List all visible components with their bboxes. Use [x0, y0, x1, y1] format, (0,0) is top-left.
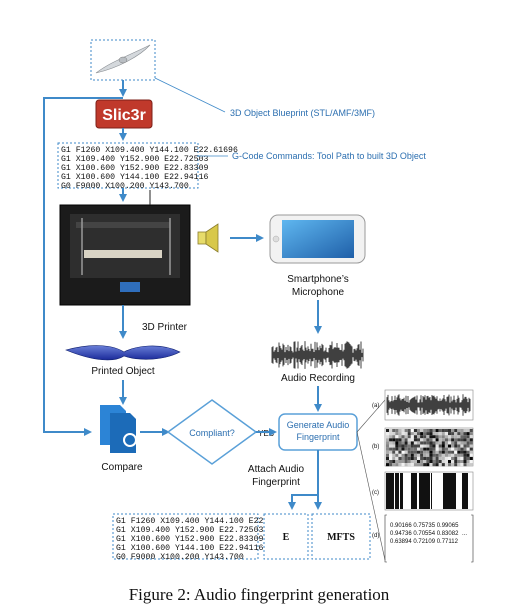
- attach-label-line1: Attach Audio: [248, 464, 305, 475]
- smartphone-icon: [269, 214, 366, 264]
- gcode-bottom-line-2: G1 X109.400 Y152.900 E22.72503: [116, 526, 263, 535]
- gcode-line-3: G1 X100.600 Y152.900 E22.83309: [61, 164, 208, 173]
- figure-caption: Figure 2: Audio fingerprint generation: [129, 585, 390, 604]
- arrow-blueprint-to-compare: [43, 97, 123, 436]
- gcode-bottom-line-1: G1 F1260 X109.400 Y144.100 E22.61696: [116, 517, 293, 526]
- compare-label: Compare: [101, 462, 143, 473]
- gcode-bottom-line-5: G0 F9000 X100.200 Y143.700: [116, 553, 244, 562]
- blueprint-propeller-icon: [95, 44, 151, 74]
- smartphone-label-line1: Smartphone’s: [287, 274, 349, 285]
- gcode-line-4: G1 X100.600 Y144.100 E22.94116: [61, 173, 208, 182]
- slicer-box: Slic3r: [95, 99, 153, 129]
- panel-d-label: (d): [372, 533, 379, 539]
- generate-to-panels-connector: [356, 399, 386, 433]
- matrix-row-3: 0.63894 0.72109 0.77112: [390, 539, 459, 545]
- panel-c-label: (c): [372, 490, 379, 496]
- blueprint-connector: [154, 77, 226, 113]
- panel-d: (d) 0.90166 0.75735 0.99065 0.94736 0.70…: [372, 514, 474, 563]
- panel-b: (b): [372, 427, 474, 467]
- blueprint-box: [90, 39, 156, 81]
- compliant-decision: Compliant?: [166, 399, 258, 465]
- generate-to-panels-connector-2: [356, 431, 386, 561]
- slicer-label: Slic3r: [102, 107, 146, 124]
- gcode-box-bottom: G1 F1260 X109.400 Y144.100 E22.61696 G1 …: [112, 513, 293, 562]
- gcode-label: G-Code Commands: Tool Path to built 3D O…: [232, 151, 426, 161]
- yes-label: YES: [258, 429, 274, 438]
- generate-label-line2: Fingerprint: [296, 432, 340, 442]
- audio-recording-label: Audio Recording: [281, 373, 355, 384]
- compare-icon: [100, 405, 137, 453]
- generate-label-line1: Generate Audio: [287, 420, 350, 430]
- matrix-row-1: 0.90166 0.75735 0.99065: [390, 523, 459, 529]
- printer-icon: [59, 190, 191, 306]
- matrix-row-2: 0.94736 0.70554 0.83082: [390, 531, 459, 537]
- panel-c-barcode: [386, 473, 468, 509]
- gcode-bottom-line-4: G1 X100.600 Y144.100 E22.94116: [116, 544, 263, 553]
- gcode-line-1: G1 F1260 X109.400 Y144.100 E22.61696: [61, 146, 238, 155]
- mfts-label: MFTS: [327, 532, 355, 543]
- audio-waveform-icon: [271, 341, 364, 369]
- panel-a-waveform: [386, 394, 471, 416]
- panel-a: (a): [372, 389, 474, 421]
- speaker-icon: [197, 223, 219, 253]
- matrix-dots: ...: [462, 531, 467, 537]
- generate-fingerprint-box: Generate Audio Fingerprint: [278, 413, 358, 451]
- gcode-box-top: G1 F1260 X109.400 Y144.100 E22.61696 G1 …: [57, 142, 238, 191]
- gcode-line-2: G1 X109.400 Y152.900 E22.72503: [61, 155, 208, 164]
- panel-b-spectrogram: [386, 429, 473, 467]
- panel-b-label: (b): [372, 444, 379, 450]
- panel-a-label: (a): [372, 403, 379, 409]
- e-label: E: [283, 532, 290, 543]
- printed-object-label: Printed Object: [91, 366, 155, 377]
- attach-label-line2: Fingerprint: [252, 477, 300, 488]
- smartphone-label-line2: Microphone: [292, 287, 345, 298]
- blueprint-label: 3D Object Blueprint (STL/AMF/3MF): [230, 108, 375, 118]
- gcode-bottom-line-3: G1 X100.600 Y152.900 E22.83309: [116, 535, 263, 544]
- compliant-label: Compliant?: [189, 428, 235, 438]
- printed-object-icon: [65, 345, 181, 361]
- mfts-box: MFTS: [311, 513, 371, 560]
- gcode-line-5: G0 F9000 X100.200 Y143.700: [61, 182, 189, 191]
- e-box: E: [263, 513, 309, 560]
- printer-label: 3D Printer: [142, 322, 188, 333]
- panel-c: (c): [372, 471, 474, 511]
